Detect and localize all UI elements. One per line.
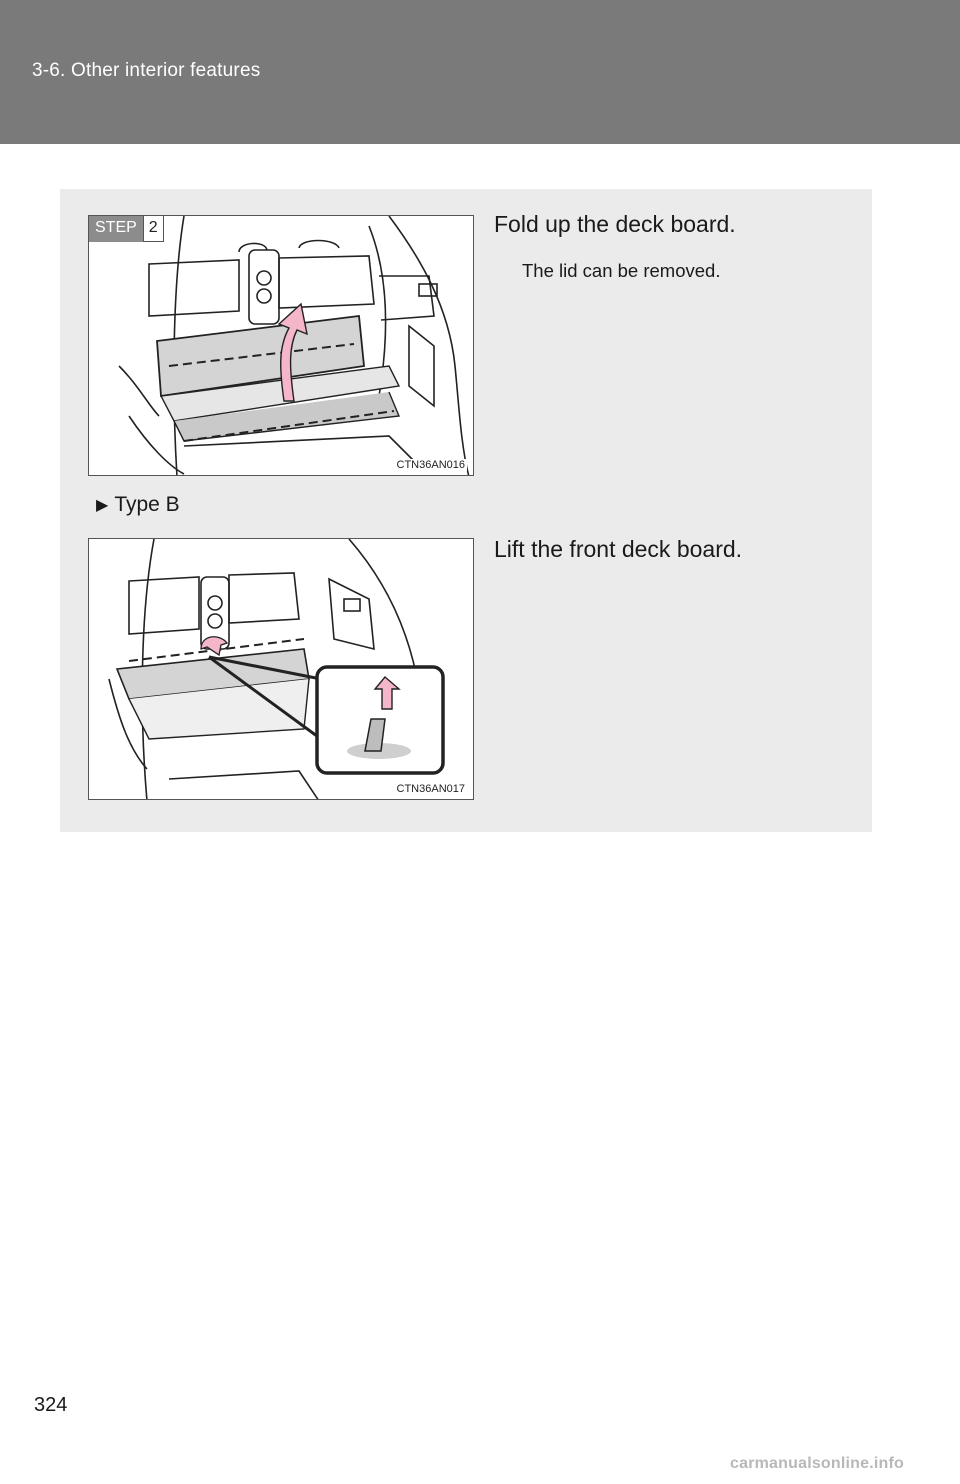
triangle-bullet-icon: ▶ — [96, 497, 109, 514]
step-label: STEP — [89, 216, 143, 242]
deck-board-fold-illustration: STEP 2 — [88, 215, 474, 476]
step-number: 2 — [142, 216, 164, 242]
cargo-area-drawing — [118, 216, 470, 475]
type-b-heading: ▶ Type B — [96, 493, 180, 517]
front-deck-board-lift-illustration: CTN36AN017 — [88, 538, 474, 800]
step2-note: The lid can be removed. — [522, 260, 721, 281]
figure-code: CTN36AN017 — [394, 783, 467, 795]
type-b-instruction: Lift the front deck board. — [494, 536, 743, 562]
page-header: 3-6. Other interior features — [0, 0, 960, 144]
section-title: 3-6. Other interior features — [32, 60, 261, 81]
step2-instruction: Fold up the deck board. — [494, 211, 736, 237]
step-badge: STEP 2 — [89, 216, 164, 242]
figure-code: CTN36AN016 — [394, 459, 467, 471]
watermark: carmanualsonline.info — [730, 1455, 905, 1472]
page-number: 324 — [34, 1394, 68, 1416]
type-b-label: Type B — [114, 493, 180, 516]
cargo-area-drawing — [108, 539, 445, 799]
